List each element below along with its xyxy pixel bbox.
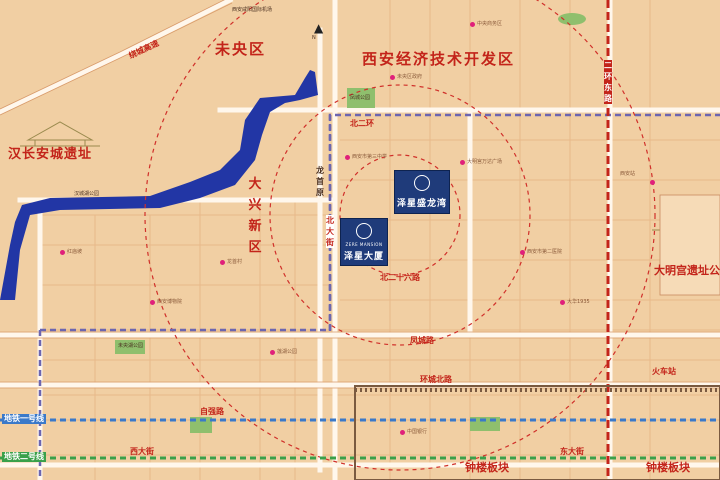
park-shape	[347, 88, 375, 108]
park-shape	[115, 340, 145, 354]
park-label: 未央湖公园	[118, 343, 144, 349]
road-label-huoche: 火车站	[652, 367, 676, 376]
park-label: 凤城公园	[350, 95, 371, 101]
compass-label: N	[312, 35, 316, 41]
road-label-east-ring: 二环东路	[604, 60, 612, 104]
project-logo-icon	[356, 222, 372, 239]
road-label-huancheng: 环城北路	[420, 375, 452, 384]
district-hanchangan: 汉长安城遗址	[8, 147, 93, 162]
poi-pin[interactable]	[400, 430, 405, 435]
road-label-north-26: 北二十六路	[380, 273, 420, 282]
poi-pin[interactable]	[650, 180, 655, 185]
hancheng-river	[0, 70, 318, 300]
road-label-hancheng-park: 汉城湖公园	[74, 191, 100, 197]
road-label-fengcheng: 凤城路	[410, 336, 434, 345]
poi-pin[interactable]	[470, 22, 475, 27]
road-label-airport: 西安咸阳国际机场	[232, 7, 273, 13]
district-daminggong: 大明宫遗址公园	[654, 264, 720, 277]
poi-pin[interactable]	[460, 160, 465, 165]
poi-pin[interactable]	[60, 250, 65, 255]
poi-label: 大华1935	[567, 299, 590, 305]
radius-circles	[144, 0, 656, 471]
poi-label: 龙首村	[227, 259, 243, 265]
poi-label: 西安市第二医院	[527, 249, 563, 255]
road-label-north-ring: 北二环	[350, 119, 374, 128]
poi-label: 中央商务区	[477, 21, 503, 27]
district-zhonglou-left: 钟楼板块	[465, 461, 509, 474]
project-badge-right[interactable]: 泽星盛龙湾	[394, 170, 450, 214]
poi-label: 莲湖公园	[277, 349, 298, 355]
poi-pin[interactable]	[390, 75, 395, 80]
compass-n-icon: ▲	[314, 21, 324, 35]
project-name-right: 泽星盛龙湾	[396, 199, 447, 209]
city-wall	[354, 385, 720, 480]
poi-label: 大明宫万达广场	[467, 159, 503, 165]
poi-label: 西安博物院	[157, 299, 183, 305]
road-label-west-street: 西大街	[130, 447, 154, 456]
park-shape	[558, 13, 586, 25]
poi-label: 中国银行	[407, 429, 428, 435]
district-zhonglou-right: 钟楼板块	[646, 461, 690, 474]
poi-pin[interactable]	[560, 300, 565, 305]
project-name-left: 泽星大厦	[343, 251, 384, 262]
project-logo-icon	[414, 175, 430, 191]
daminggong-area	[659, 194, 720, 296]
metro-label-2: 地铁二号线	[2, 452, 46, 462]
poi-label: 红庙坡	[67, 249, 83, 255]
poi-pin[interactable]	[270, 350, 275, 355]
road-label-ziqiang: 自强路	[200, 407, 224, 416]
road-edges	[0, 0, 720, 389]
poi-label: 西安站	[620, 171, 636, 177]
poi-pin[interactable]	[220, 260, 225, 265]
district-weiyang: 未央区	[215, 40, 267, 58]
road-label-north-street: 北大街	[326, 215, 334, 248]
poi-pin[interactable]	[520, 250, 525, 255]
poi-label: 未央区政府	[397, 74, 423, 80]
poi-pin[interactable]	[150, 300, 155, 305]
poi-label: 西安市第三中学	[352, 154, 388, 160]
district-jingkai: 西安经济技术开发区	[362, 50, 516, 68]
road-label-longshouyuan: 龙首原	[316, 166, 324, 197]
daxing-zone-boundary	[40, 113, 720, 332]
project-en-left: ZERE MANSION	[345, 241, 383, 247]
metro-label-1: 地铁一号线	[2, 414, 46, 424]
road-label-east-street: 东大街	[560, 447, 584, 456]
heritage-icon-left	[20, 121, 100, 147]
project-badge-left[interactable]: ZERE MANSION 泽星大厦	[340, 218, 388, 266]
district-daxing: 大兴新区	[248, 177, 262, 255]
poi-pin[interactable]	[345, 155, 350, 160]
